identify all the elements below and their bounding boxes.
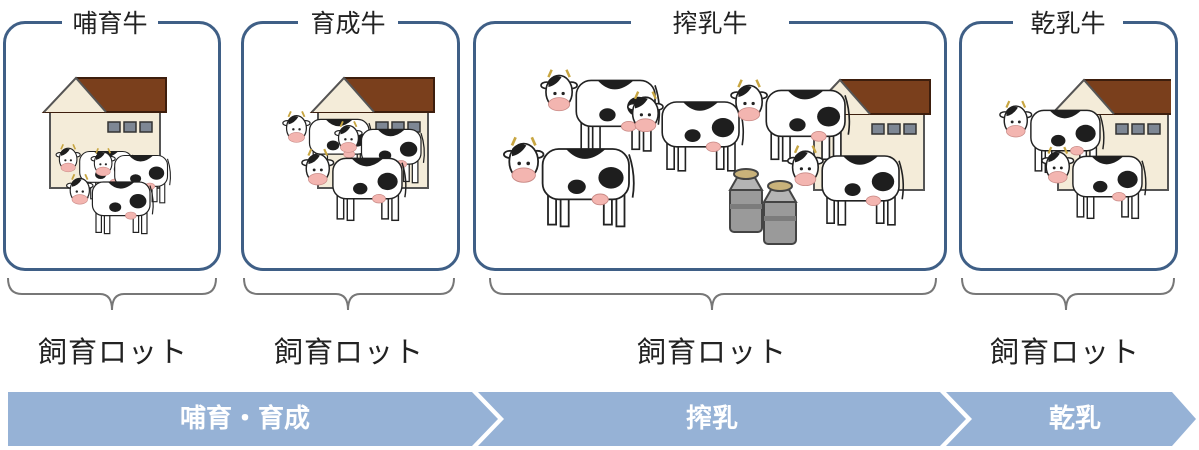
- heifer-scene-illustration: [281, 77, 435, 222]
- phase-label-rearing: 哺育・育成: [179, 404, 310, 434]
- brace-dry: [961, 277, 1175, 311]
- phase-arrow-milking: [478, 392, 966, 446]
- brace-calf: [7, 277, 217, 311]
- phase-arrow-dry: [946, 392, 1196, 446]
- stage-title-heifer: 育成牛: [298, 6, 398, 42]
- brace-milking: [489, 277, 937, 311]
- stage-title-milking: 搾乳牛: [631, 6, 789, 42]
- lot-label-dry: 飼育ロット: [989, 335, 1140, 369]
- phase-arrow-bar: [8, 392, 1196, 446]
- phase-arrow-rearing: [8, 392, 498, 446]
- milking-scene-illustration: [502, 68, 931, 245]
- lot-label-milking: 飼育ロット: [636, 335, 787, 369]
- phase-label-dry: 乾乳: [1048, 404, 1101, 434]
- lot-label-calf: 飼育ロット: [37, 335, 188, 369]
- phase-label-milking: 搾乳: [685, 404, 738, 434]
- dry-cow-scene-illustration: [998, 79, 1171, 220]
- stage-title-calf: 哺育牛: [62, 6, 158, 42]
- lot-label-heifer: 飼育ロット: [273, 335, 424, 369]
- brace-heifer: [243, 277, 455, 311]
- calf-scene-illustration: [43, 77, 172, 235]
- stage-title-dry: 乾乳牛: [1013, 6, 1123, 42]
- lot-braces: [7, 277, 1175, 311]
